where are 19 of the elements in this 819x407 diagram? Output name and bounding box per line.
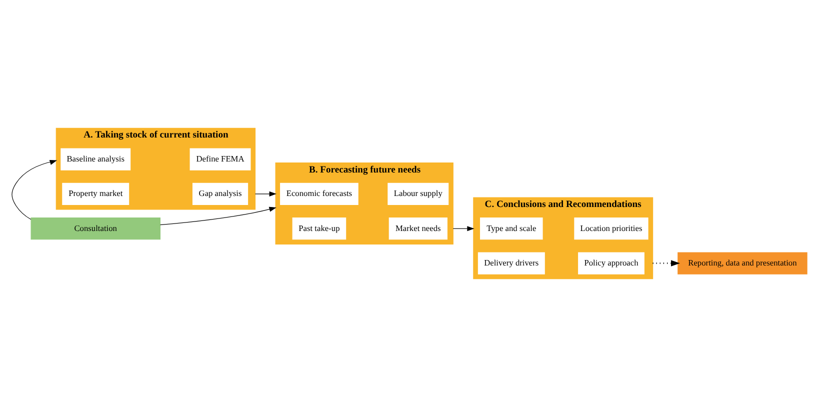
node-box: Labour supply	[388, 182, 449, 205]
node-box: Property market	[62, 182, 130, 205]
node-box: Type and scale	[480, 218, 543, 240]
node-box: Policy approach	[578, 252, 644, 274]
node-box: Baseline analysis	[60, 148, 131, 170]
node-box: Gap analysis	[192, 182, 248, 205]
node-box: Define FEMA	[190, 148, 251, 170]
arrow	[12, 160, 58, 220]
node-box: Economic forecasts	[280, 182, 358, 205]
node-box: Past take-up	[292, 218, 346, 240]
node-box: Delivery drivers	[478, 252, 545, 274]
node-box: Reporting, data and presentation	[678, 252, 808, 274]
node-box: Consultation	[30, 218, 160, 240]
arrow	[652, 260, 680, 266]
arrow	[254, 191, 276, 196]
node-box: Location priorities	[574, 218, 648, 240]
arrow	[160, 206, 276, 226]
node-box: Market needs	[388, 218, 448, 240]
arrow	[452, 226, 474, 232]
